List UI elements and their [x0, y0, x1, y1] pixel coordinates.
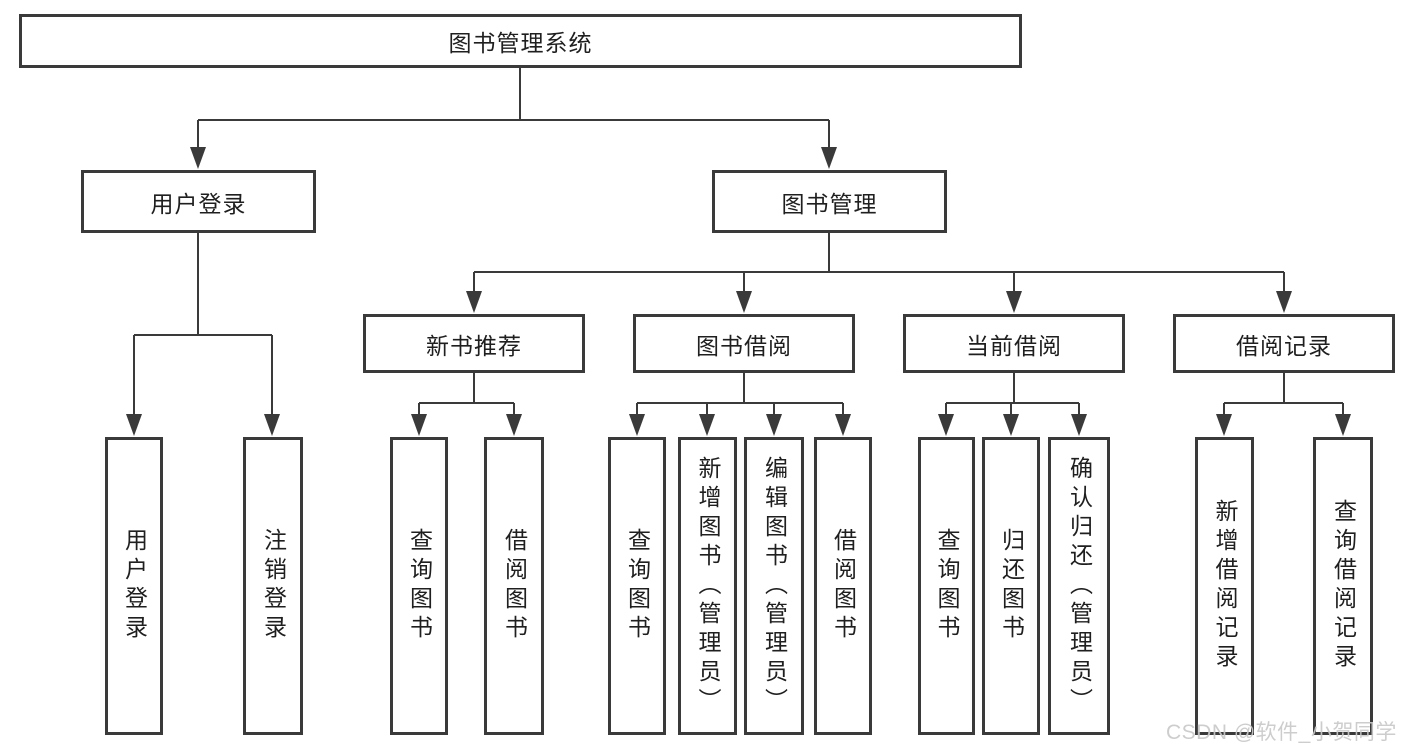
arrowhead — [1335, 414, 1351, 436]
arrowhead — [190, 147, 206, 169]
connector-book-borrow — [636, 373, 844, 433]
node-new-book-recommend: 新书推荐 — [363, 314, 585, 373]
arrowhead — [1276, 291, 1292, 313]
connector-borrow-records — [1223, 373, 1344, 433]
arrowhead — [1006, 291, 1022, 313]
leaf-return-books: 归还图书 — [982, 437, 1040, 735]
leaf-label: 确认归还（管理员） — [1066, 455, 1093, 717]
arrowhead — [411, 414, 427, 436]
csdn-watermark: CSDN @软件_小贺同学 — [1166, 721, 1397, 744]
leaf-borrow-books: 借阅图书 — [814, 437, 872, 735]
connector-new-book — [418, 373, 515, 433]
node-book-borrow: 图书借阅 — [633, 314, 855, 373]
leaf-label: 借阅图书 — [830, 528, 857, 644]
arrowhead — [1071, 414, 1087, 436]
leaf-label: 查询图书 — [624, 528, 651, 644]
node-current-borrow: 当前借阅 — [903, 314, 1125, 373]
leaf-query-books-recommend: 查询图书 — [390, 437, 448, 735]
arrowhead — [835, 414, 851, 436]
node-user-login: 用户登录 — [81, 170, 316, 233]
node-root-system: 图书管理系统 — [19, 14, 1022, 68]
leaf-label: 新增图书（管理员） — [695, 455, 721, 717]
connector-user-login — [133, 233, 273, 433]
leaf-query-borrow-record: 查询借阅记录 — [1313, 437, 1373, 735]
arrowhead — [264, 414, 280, 436]
connector-book-management — [473, 233, 1285, 310]
arrowhead — [938, 414, 954, 436]
leaf-logout: 注销登录 — [243, 437, 303, 735]
leaf-confirm-return-admin: 确认归还（管理员） — [1048, 437, 1110, 735]
leaf-label: 编辑图书（管理员） — [761, 455, 788, 717]
node-borrow-records: 借阅记录 — [1173, 314, 1395, 373]
arrowhead — [1003, 414, 1019, 436]
leaf-label: 归还图书 — [998, 528, 1025, 644]
leaf-label: 查询图书 — [934, 528, 960, 644]
connector-root — [197, 68, 830, 166]
arrowhead — [736, 291, 752, 313]
arrowhead — [766, 414, 782, 436]
arrowhead — [699, 414, 715, 436]
leaf-query-books-borrow: 查询图书 — [608, 437, 666, 735]
leaf-label: 借阅图书 — [501, 528, 528, 644]
leaf-add-books-admin: 新增图书（管理员） — [678, 437, 737, 735]
leaf-borrow-books-recommend: 借阅图书 — [484, 437, 544, 735]
leaf-label: 注销登录 — [260, 528, 287, 644]
node-book-management: 图书管理 — [712, 170, 947, 233]
arrowhead — [821, 147, 837, 169]
arrowhead — [466, 291, 482, 313]
leaf-add-borrow-record: 新增借阅记录 — [1195, 437, 1254, 735]
arrowhead — [506, 414, 522, 436]
leaf-label: 查询图书 — [406, 528, 433, 644]
arrowhead — [1216, 414, 1232, 436]
arrowhead — [126, 414, 142, 436]
leaf-query-books-current: 查询图书 — [918, 437, 975, 735]
leaf-label: 查询借阅记录 — [1330, 499, 1357, 673]
leaf-edit-books-admin: 编辑图书（管理员） — [744, 437, 804, 735]
leaf-user-login: 用户登录 — [105, 437, 163, 735]
leaf-label: 新增借阅记录 — [1212, 499, 1238, 673]
arrowhead — [629, 414, 645, 436]
leaf-label: 用户登录 — [121, 528, 148, 644]
